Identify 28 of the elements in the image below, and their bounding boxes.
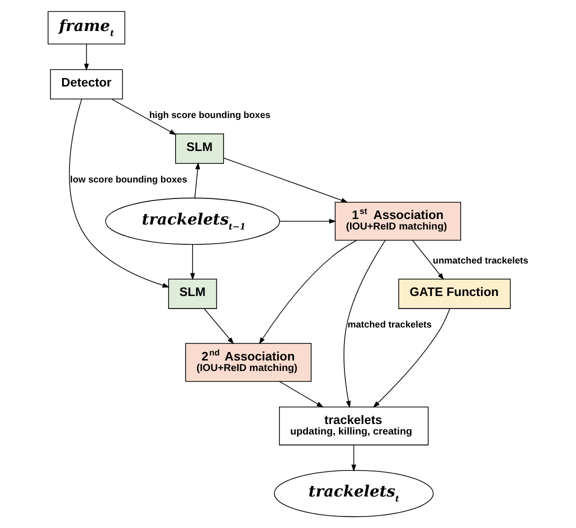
- node-ellipse: trackelets$_{t}$: [273, 470, 434, 518]
- arrow: [194, 162, 200, 198]
- node-box: frame$_{t}$: [47, 11, 125, 44]
- arrow: [222, 158, 348, 203]
- edge-label: matched trackelets: [347, 320, 432, 330]
- arrow: [110, 98, 176, 136]
- arrow: [190, 244, 195, 280]
- node-box: GATE Function: [398, 278, 510, 309]
- arrow: [343, 240, 386, 408]
- arrow: [258, 240, 356, 344]
- arrow: [204, 308, 234, 344]
- edge-label: unmatched trackelets: [432, 255, 528, 266]
- arrow: [350, 444, 356, 472]
- arrow: [84, 44, 88, 71]
- node-box: 2$^{nd}$ Association (IOU+ReID matching): [184, 343, 312, 382]
- edge-label: low score bounding boxes: [70, 174, 187, 184]
- arrow: [278, 218, 336, 224]
- node-box: SLM: [168, 278, 217, 309]
- arrow: [68, 98, 170, 288]
- arrow: [278, 381, 324, 408]
- node-box: SLM: [174, 134, 224, 164]
- arrow: [412, 240, 444, 280]
- arrow: [372, 308, 450, 408]
- node-ellipse: trackelets$_{t−1}$: [104, 198, 280, 245]
- node-box: Detector: [50, 69, 122, 100]
- node-box: 1$^{st}$ Association (IOU+ReID matching): [334, 202, 461, 241]
- edge-label: high score bounding boxes: [148, 110, 270, 120]
- node-box: trackelets updating, killing, creating: [278, 406, 428, 446]
